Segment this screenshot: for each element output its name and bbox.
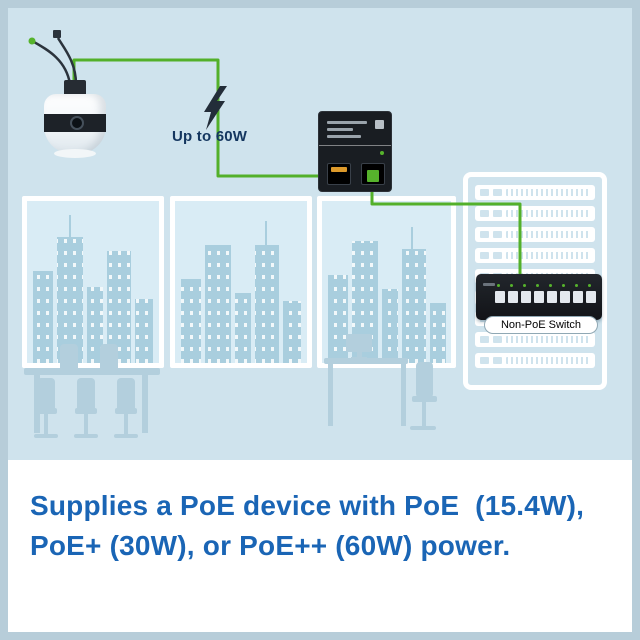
injector-label-line xyxy=(327,135,361,138)
non-poe-switch xyxy=(476,274,602,320)
poe-injector xyxy=(318,111,392,192)
switch-leds xyxy=(497,284,591,287)
injector-led xyxy=(380,151,384,155)
rj45-pins xyxy=(331,167,347,172)
camera-bottom-cap xyxy=(54,149,96,158)
camera-mount xyxy=(64,80,86,96)
switch-brand-mark xyxy=(483,283,495,286)
rack-unit xyxy=(475,227,595,242)
caption: Supplies a PoE device with PoE (15.4W), … xyxy=(8,460,632,566)
window-1 xyxy=(22,196,164,368)
rack-unit xyxy=(475,185,595,200)
injector-badge xyxy=(375,120,384,129)
office-scene: Up to 60W Non-PoE Switch xyxy=(8,8,632,460)
cable-injector-to-switch xyxy=(370,192,522,276)
injector-label-line xyxy=(327,121,367,124)
window-3 xyxy=(317,196,456,368)
injector-poe-port xyxy=(361,163,385,185)
camera-lens-icon xyxy=(70,116,84,130)
injector-label-line xyxy=(327,128,353,131)
skyline-2 xyxy=(181,221,301,363)
office-furniture xyxy=(24,334,437,438)
rack-unit xyxy=(475,206,595,221)
ptz-camera xyxy=(8,8,168,178)
scene-art xyxy=(22,196,456,438)
switch-ports xyxy=(495,291,596,303)
skyline-3 xyxy=(328,227,446,363)
injector-data-port xyxy=(327,163,351,185)
injector-divider xyxy=(319,145,391,146)
rack-unit xyxy=(475,353,595,368)
lightning-bolt-icon xyxy=(204,86,227,130)
power-label: Up to 60W xyxy=(172,128,248,145)
switch-label: Non-PoE Switch xyxy=(484,316,598,334)
window-2 xyxy=(170,196,312,368)
rack-unit xyxy=(475,332,595,347)
caption-line-2: PoE+ (30W), or PoE++ (60W) power. xyxy=(30,530,511,561)
camera-pigtails xyxy=(28,30,78,85)
green-cable-plug xyxy=(367,170,379,182)
caption-line-1: Supplies a PoE device with PoE (15.4W), xyxy=(30,490,585,521)
rack-unit xyxy=(475,248,595,263)
